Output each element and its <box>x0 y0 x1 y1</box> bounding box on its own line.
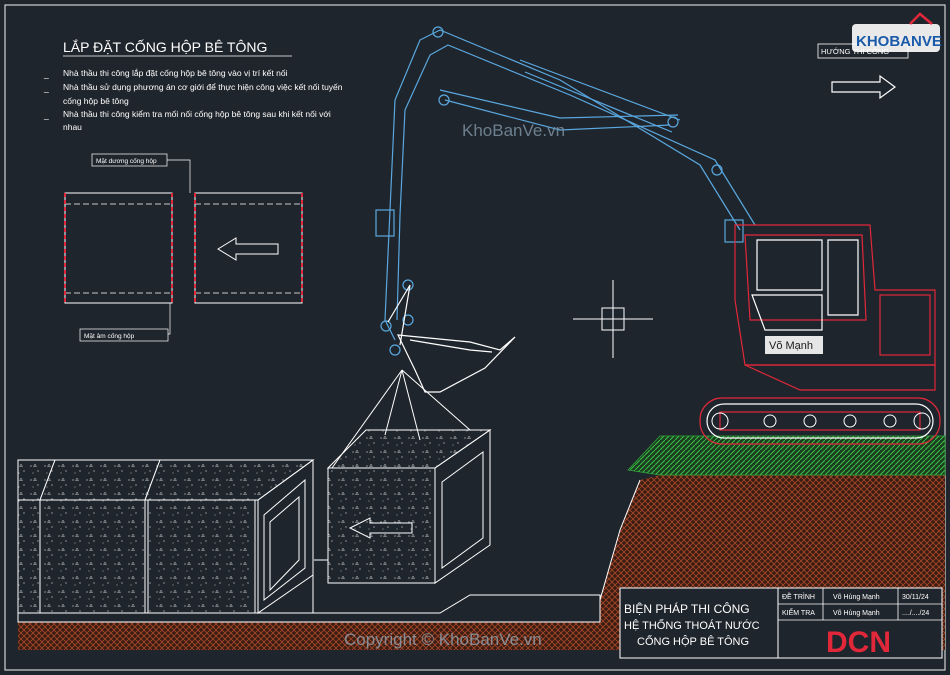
title-line-3: CỐNG HỘP BÊ TÔNG <box>637 634 749 648</box>
excavator-boom <box>375 26 756 356</box>
khobanve-logo: KHOBANVE <box>852 12 942 52</box>
note-item: Nhà thầu thi công kiểm tra mối nối cống … <box>63 109 331 119</box>
track-rollers <box>711 412 931 430</box>
notes-list: _ Nhà thầu thi công lắp đặt cống hộp bê … <box>43 68 343 132</box>
watermark-bottom: Copyright © KhoBanVe.vn <box>344 630 542 649</box>
excavator-bucket <box>387 284 516 393</box>
logo-text: KHOBANVE <box>856 33 942 50</box>
title-block: BIỆN PHÁP THI CÔNG HỆ THỐNG THOÁT NƯỚC C… <box>619 587 943 659</box>
arrow-left-icon <box>348 517 413 539</box>
designed-label: ĐỀ TRÌNH <box>782 591 815 601</box>
drawing-frame <box>4 4 946 671</box>
checked-date: ..../..../24 <box>902 610 929 617</box>
installed-culverts <box>17 459 601 623</box>
construction-direction: HƯỚNG THI CÔNG <box>817 43 909 100</box>
operator-tag <box>765 336 823 354</box>
culvert-joint-detail: Mặt dương cống hộp Mặt âm cống hộp <box>64 153 303 342</box>
note-item: cống hộp bê tông <box>63 96 129 106</box>
brand-logo: DCN <box>826 626 891 659</box>
label-negative-face: Mặt âm cống hộp <box>84 331 135 340</box>
designed-name: Võ Hùng Mạnh <box>833 594 880 601</box>
svg-text:_: _ <box>43 110 49 120</box>
culvert-section-right <box>194 192 303 304</box>
note-item: nhau <box>63 122 82 132</box>
excavator-body <box>699 224 941 445</box>
grass-layer <box>627 435 946 476</box>
checked-name: Võ Hùng Mạnh <box>833 610 880 617</box>
svg-text:_: _ <box>43 69 49 79</box>
lifted-culvert <box>326 369 492 584</box>
note-item: Nhà thầu sử dụng phương án cơ giới để th… <box>63 82 343 92</box>
title-line-2: HỆ THỐNG THOÁT NƯỚC <box>624 618 760 632</box>
designed-date: 30/11/24 <box>902 594 929 601</box>
arrow-left-icon <box>217 237 279 261</box>
title-line-1: BIỆN PHÁP THI CÔNG <box>624 601 750 616</box>
svg-text:_: _ <box>43 83 49 93</box>
house-icon <box>909 12 933 25</box>
operator-label: Võ Mạnh <box>769 340 813 352</box>
label-positive-face: Mặt dương cống hộp <box>96 156 157 165</box>
watermark-center: KhoBanVe.vn <box>462 121 565 140</box>
culvert-section-left <box>64 192 173 304</box>
label-box-bottom <box>79 328 169 342</box>
arrow-right-icon <box>831 74 897 100</box>
note-item: Nhà thầu thi công lắp đặt cống hộp bê tô… <box>63 68 288 78</box>
drawing-title: LẮP ĐẶT CỐNG HỘP BÊ TÔNG <box>63 38 267 55</box>
crosshair-cursor-icon <box>573 280 653 358</box>
checked-label: KIỂM TRA <box>782 608 815 617</box>
